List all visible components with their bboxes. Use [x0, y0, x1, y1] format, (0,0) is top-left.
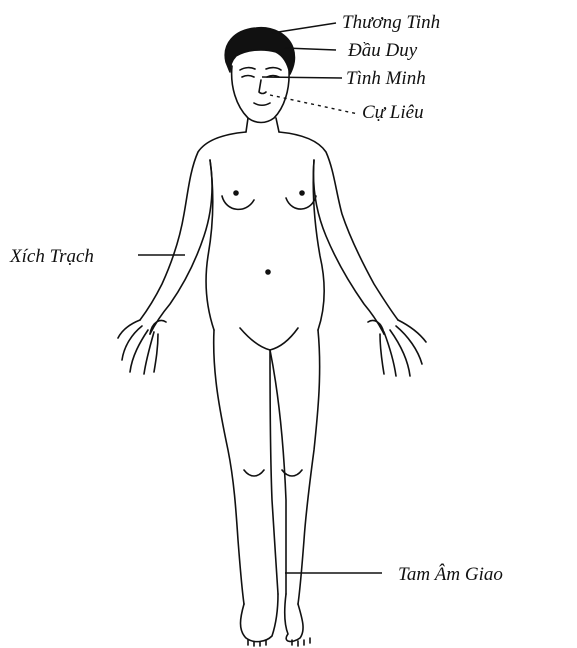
navel	[266, 270, 270, 274]
torso-right	[313, 160, 324, 330]
eyebrows	[240, 68, 281, 70]
breast-right	[286, 196, 316, 209]
leader-thuong-tinh	[272, 23, 336, 33]
groin	[240, 328, 298, 350]
nose	[259, 80, 266, 94]
label-xich-trach: Xích Trạch	[9, 246, 94, 267]
right-arm	[279, 132, 398, 320]
left-hand	[118, 320, 166, 374]
label-cu-lieu: Cự Liêu	[362, 102, 424, 123]
label-tam-am-giao: Tam Âm Giao	[398, 563, 503, 585]
right-inner-arm	[314, 160, 385, 334]
left-arm	[140, 132, 246, 320]
labels: Thương Tinh Đầu Duy Tình Minh Cự Liêu Xí…	[9, 12, 503, 585]
right-foot	[285, 594, 303, 641]
face	[232, 66, 289, 123]
breast-left	[222, 196, 254, 209]
label-dau-duy: Đầu Duy	[347, 40, 418, 61]
label-thuong-tinh: Thương Tinh	[342, 12, 440, 33]
mouth	[254, 103, 270, 105]
left-inner-arm	[150, 160, 212, 334]
left-foot	[241, 594, 279, 642]
leader-tinh-minh	[262, 77, 342, 78]
hair	[225, 28, 294, 74]
right-hand	[368, 320, 426, 376]
left-leg-outer	[214, 330, 244, 604]
torso-left	[206, 160, 214, 330]
label-tinh-minh: Tình Minh	[346, 68, 426, 89]
knees	[244, 470, 302, 476]
right-leg-outer	[298, 330, 320, 604]
